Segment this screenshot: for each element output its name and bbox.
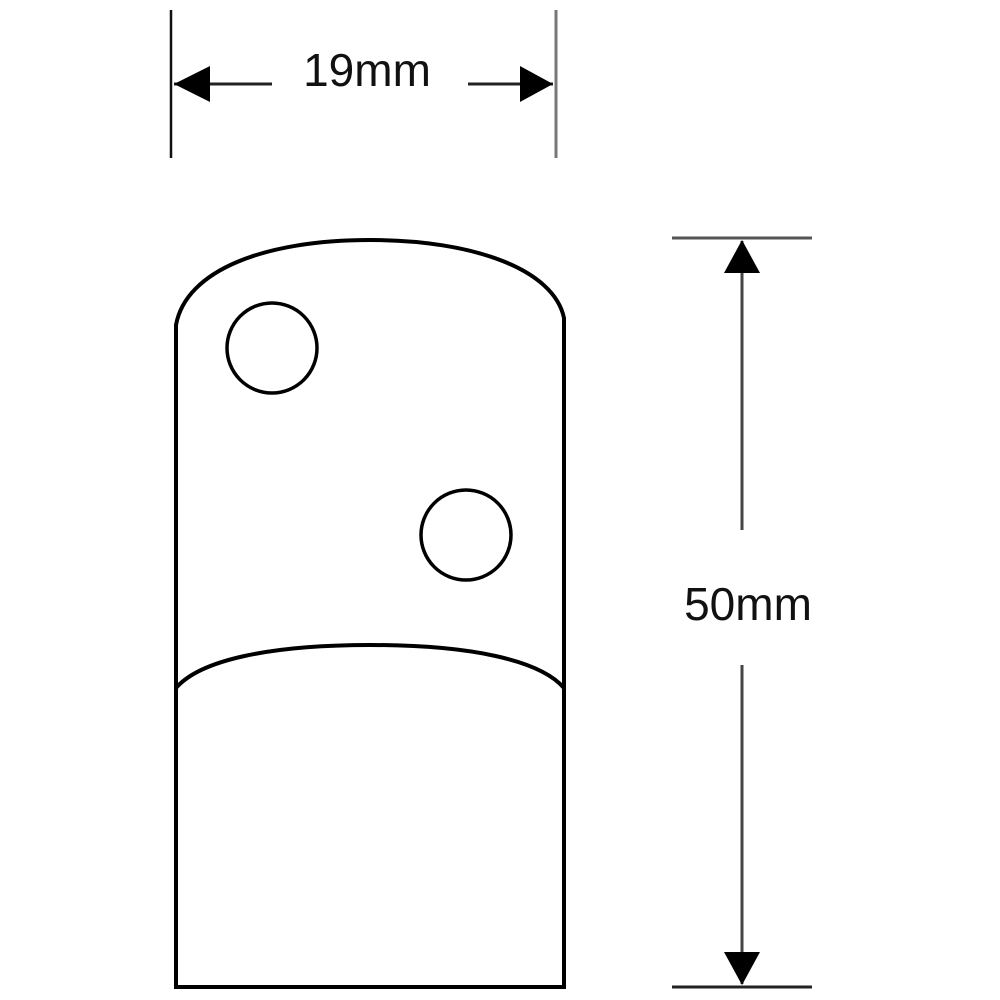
arrow-up-icon bbox=[724, 240, 760, 273]
plate-outline bbox=[174, 237, 566, 989]
width-label: 19mm bbox=[303, 44, 431, 96]
arrow-right-icon bbox=[520, 66, 553, 102]
height-dimension: 50mm bbox=[672, 236, 812, 989]
bracket-plate bbox=[174, 237, 566, 989]
fold-line bbox=[174, 642, 566, 690]
arrow-down-icon bbox=[724, 952, 760, 985]
arrow-left-icon bbox=[174, 66, 210, 102]
width-dimension: 19mm bbox=[169, 10, 558, 158]
height-label: 50mm bbox=[684, 578, 812, 630]
mounting-hole-lower bbox=[419, 488, 513, 582]
mounting-hole-upper bbox=[225, 301, 319, 395]
